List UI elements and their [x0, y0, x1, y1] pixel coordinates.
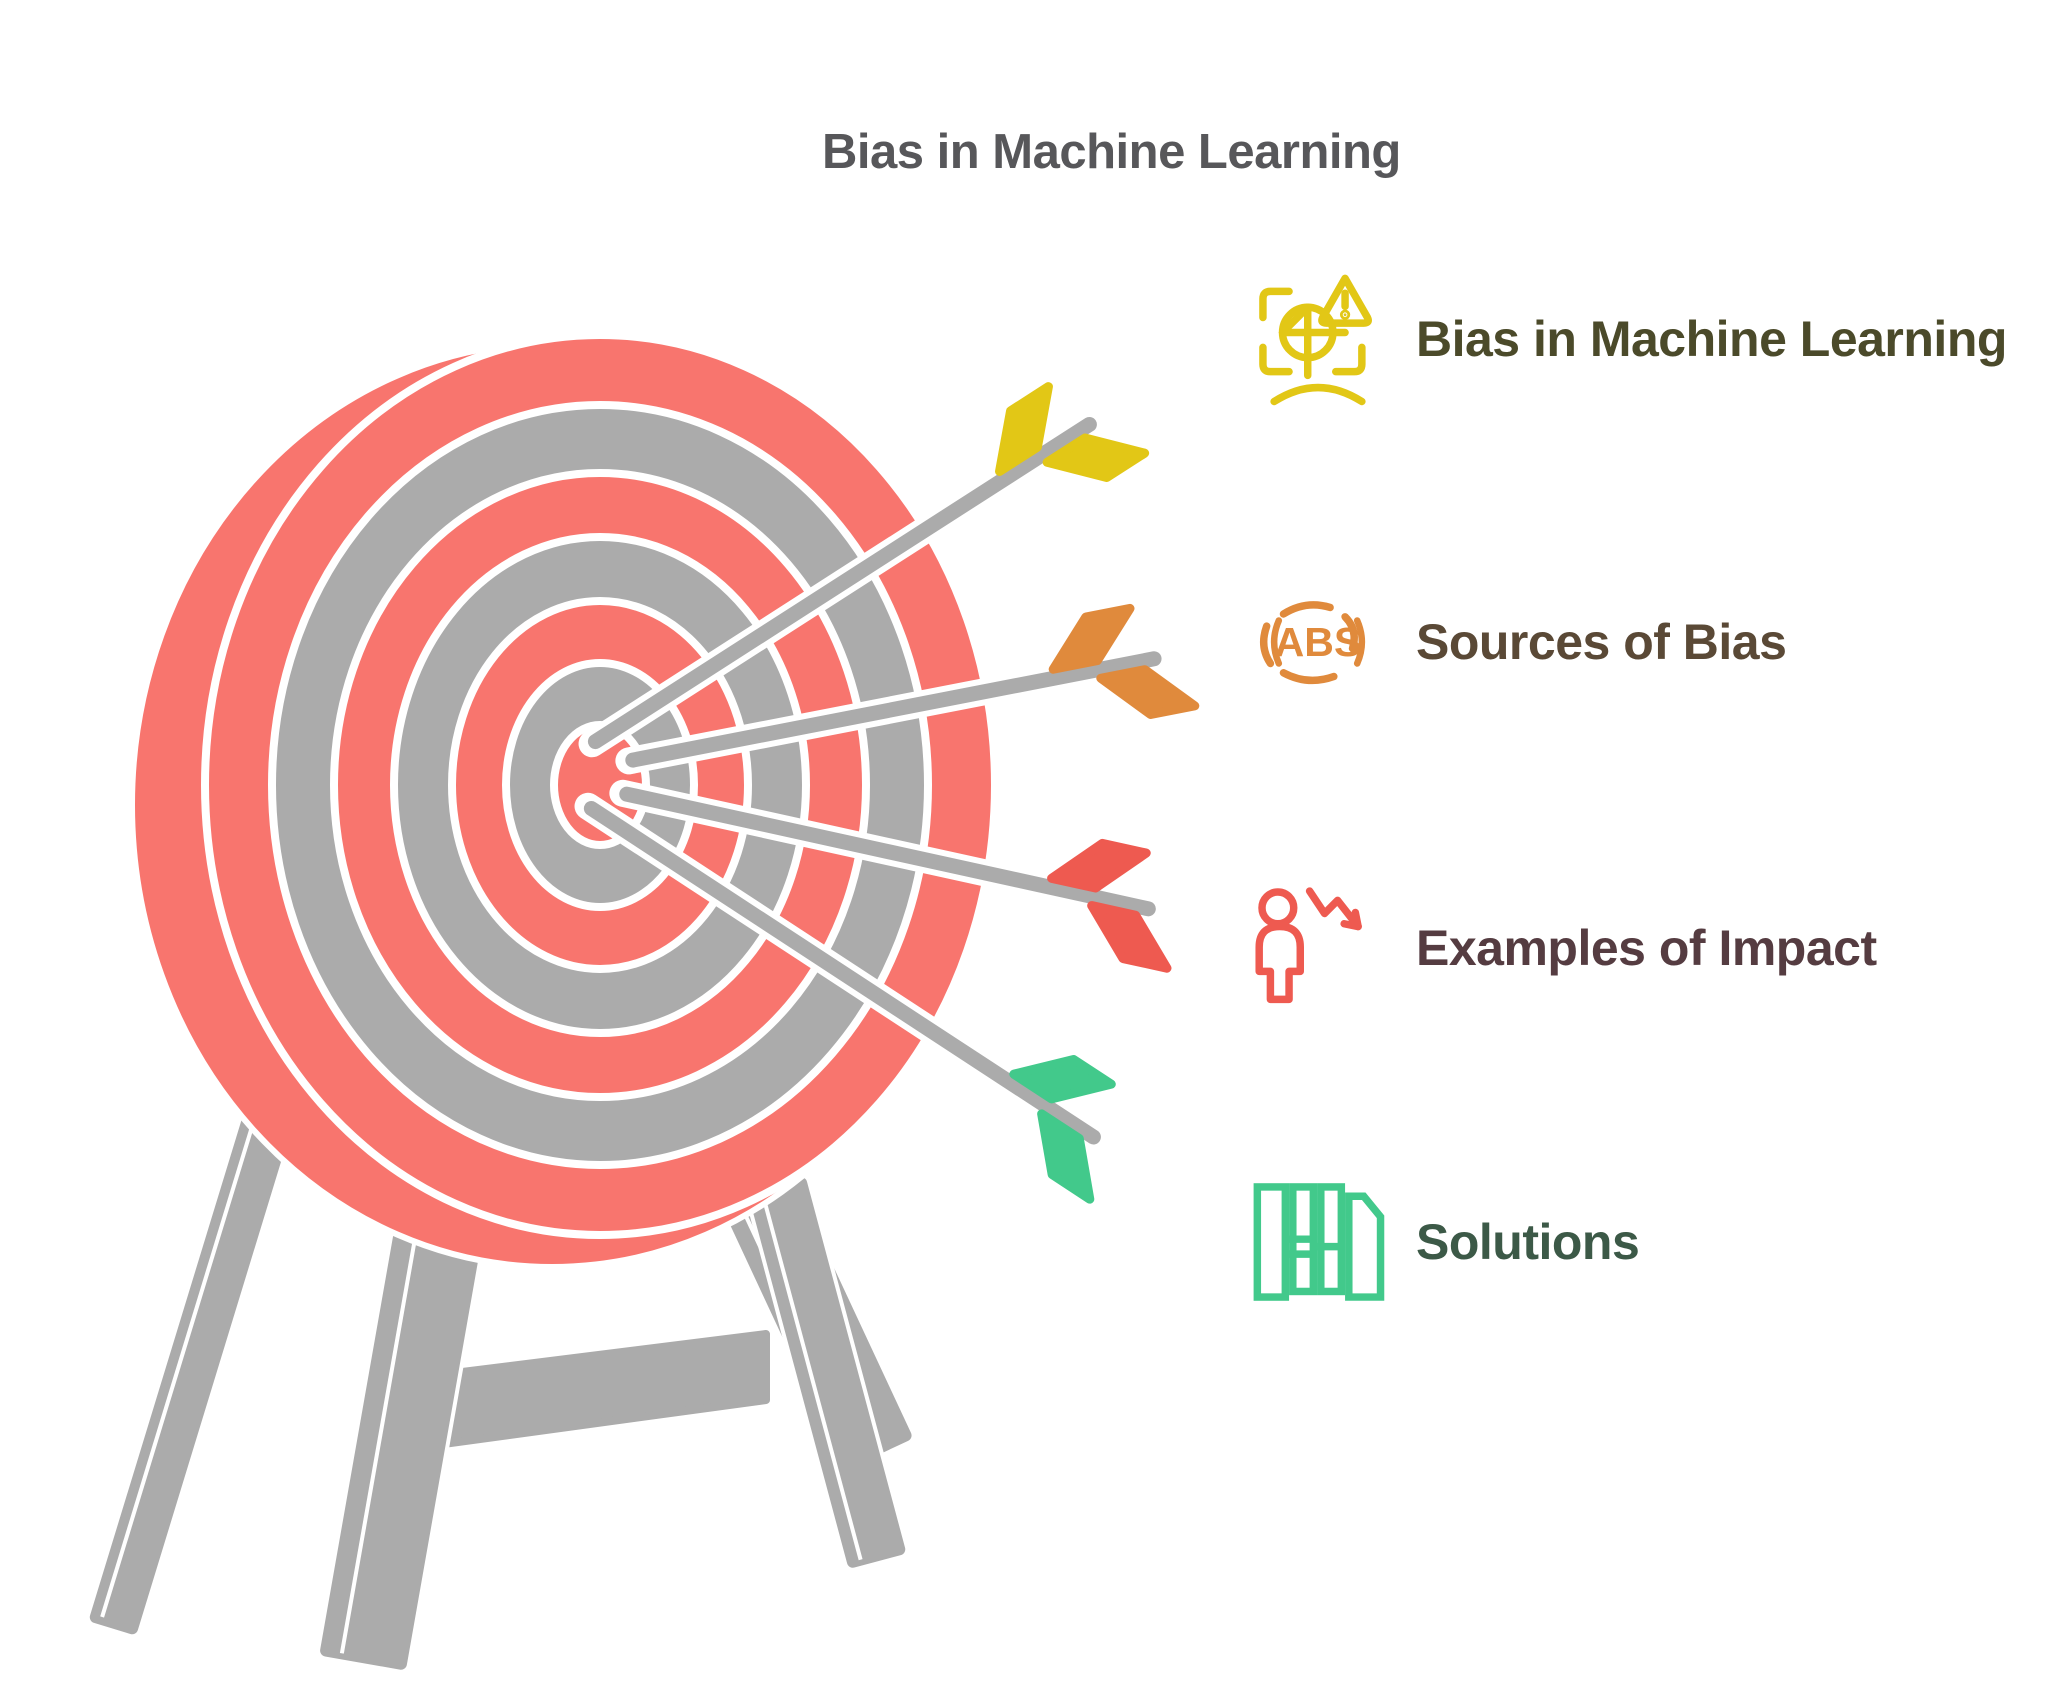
fletching-green [1009, 1055, 1116, 1104]
legend-label: Sources of Bias [1416, 614, 1787, 670]
legend-item-sources-of-bias: ABS Sources of Bias [1248, 572, 2038, 712]
legend-item-bias-in-ml: Bias in Machine Learning [1248, 269, 2038, 409]
legend-label: Examples of Impact [1416, 920, 1877, 976]
arrow-green [574, 792, 1116, 1204]
arrow-yellow [578, 382, 1150, 758]
target-board [201, 331, 999, 1239]
arrows [574, 382, 1200, 1204]
legend-label: Bias in Machine Learning [1416, 311, 2007, 367]
person-decline-icon [1255, 887, 1362, 1004]
arrow-orange [615, 603, 1200, 775]
fletching-orange [1048, 603, 1135, 674]
fletching-red [1047, 838, 1151, 893]
legend-label: Solutions [1416, 1214, 1640, 1270]
face-scan-warning-icon [1259, 274, 1373, 406]
legend-item-examples-of-impact: Examples of Impact [1248, 878, 2038, 1018]
abs-icon: ABS [1259, 601, 1366, 685]
panels-icon [1253, 1183, 1385, 1301]
arrow-red [609, 779, 1172, 973]
legend-item-solutions: Solutions [1248, 1172, 2038, 1312]
page-title: Bias in Machine Learning [822, 125, 1401, 179]
abs-icon-text: ABS [1275, 619, 1362, 665]
fletching-yellow [995, 382, 1053, 476]
